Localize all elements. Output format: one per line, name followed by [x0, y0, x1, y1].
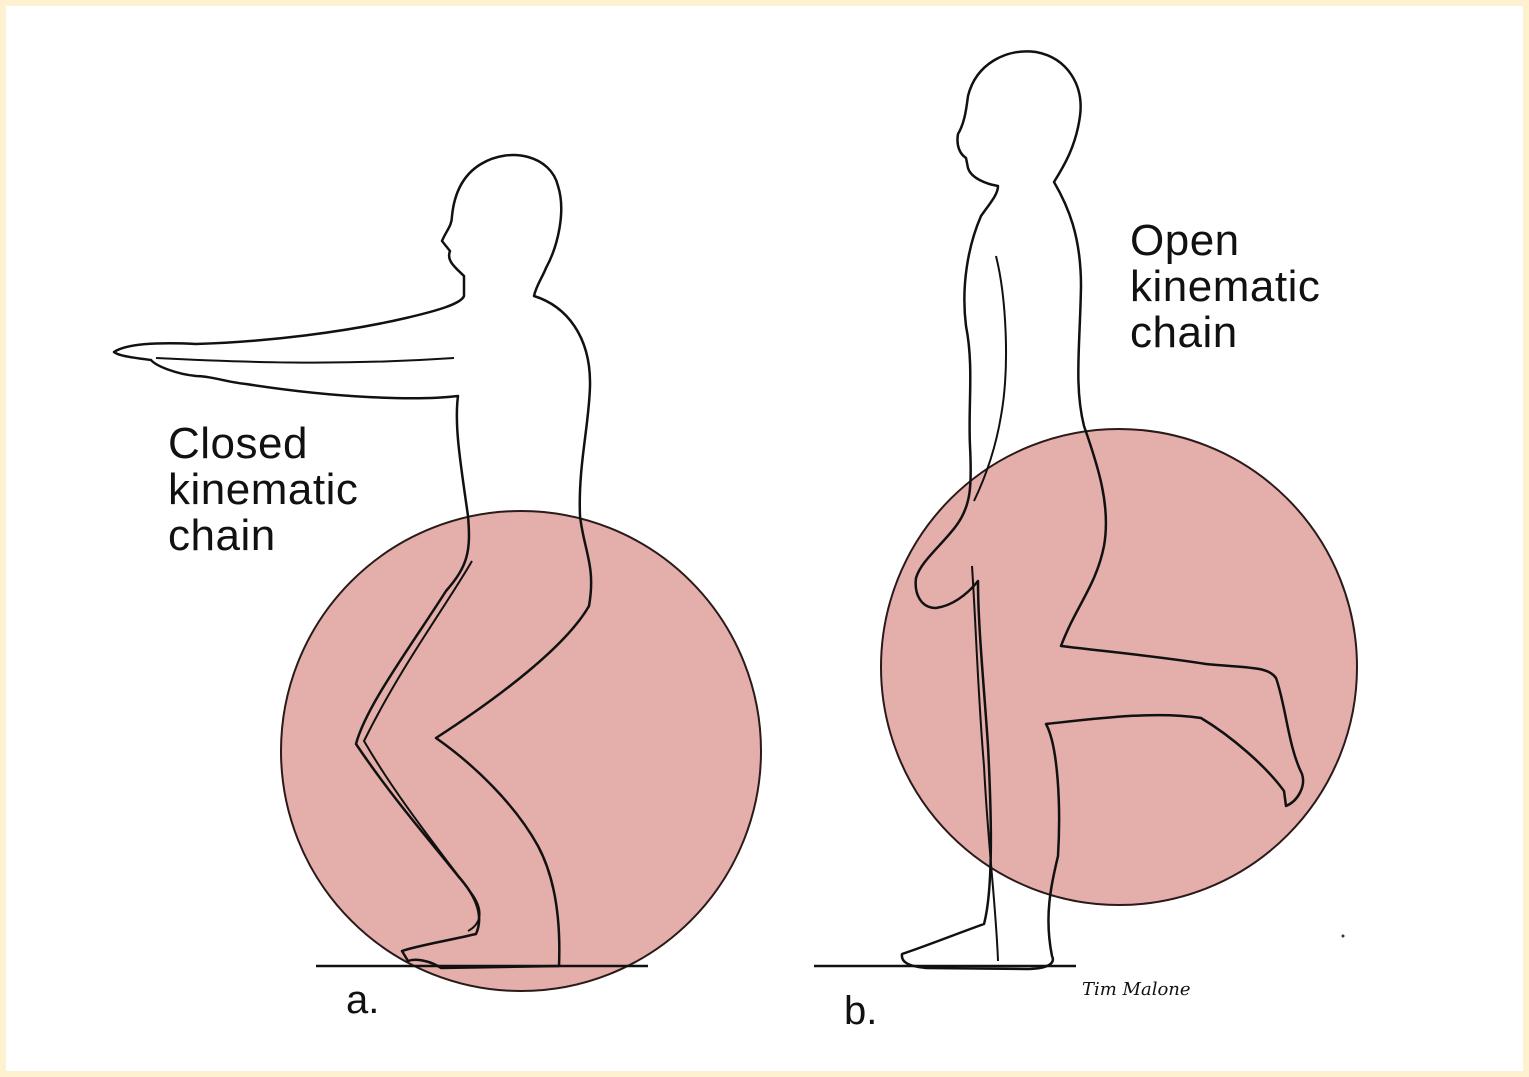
panel-a-letter: a. [346, 980, 379, 1020]
open-chain-sphere [881, 429, 1357, 905]
stray-dot [1342, 935, 1345, 938]
artist-signature: Tim Malone [1082, 979, 1191, 1000]
open-chain-label: Open kinematic chain [1130, 218, 1320, 356]
panel-b-illustration [814, 51, 1357, 969]
squat-arm-line [156, 358, 454, 363]
panel-a-illustration [114, 155, 761, 991]
closed-chain-label: Closed kinematic chain [168, 421, 358, 559]
panel-b-letter: b. [844, 991, 877, 1031]
closed-chain-sphere [281, 511, 761, 991]
